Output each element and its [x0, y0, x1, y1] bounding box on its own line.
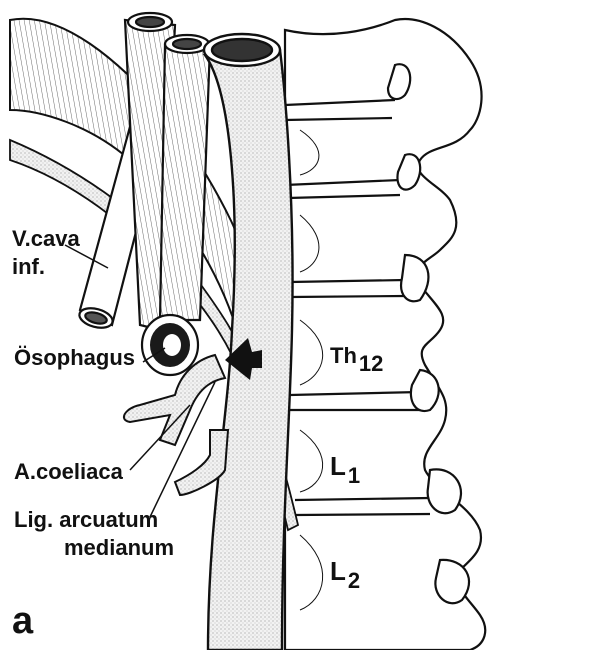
label-l1-prefix: L: [330, 451, 346, 481]
vertebral-column: [285, 19, 485, 650]
label-v-cava-line2: inf.: [12, 256, 45, 278]
label-l2-number: 2: [348, 568, 360, 593]
label-th12: Th12: [330, 345, 381, 367]
coeliac-trunk: [124, 355, 228, 495]
panel-letter: a: [12, 602, 33, 640]
label-l2-prefix: L: [330, 556, 346, 586]
label-oesophagus: Ösophagus: [14, 347, 135, 369]
label-lig-arcuatum-line1: Lig. arcuatum: [14, 509, 158, 531]
label-lig-arcuatum-line2: medianum: [64, 537, 174, 559]
label-l1-number: 1: [348, 463, 360, 488]
label-v-cava-line1: V.cava: [12, 228, 80, 250]
label-th12-prefix: Th: [330, 343, 357, 368]
label-th12-number: 12: [359, 351, 383, 376]
label-l1: L1: [330, 453, 358, 479]
label-l2: L2: [330, 558, 358, 584]
label-a-coeliaca: A.coeliaca: [14, 461, 123, 483]
oesophagus-section: [142, 315, 198, 375]
upper-tubes: [125, 13, 210, 330]
